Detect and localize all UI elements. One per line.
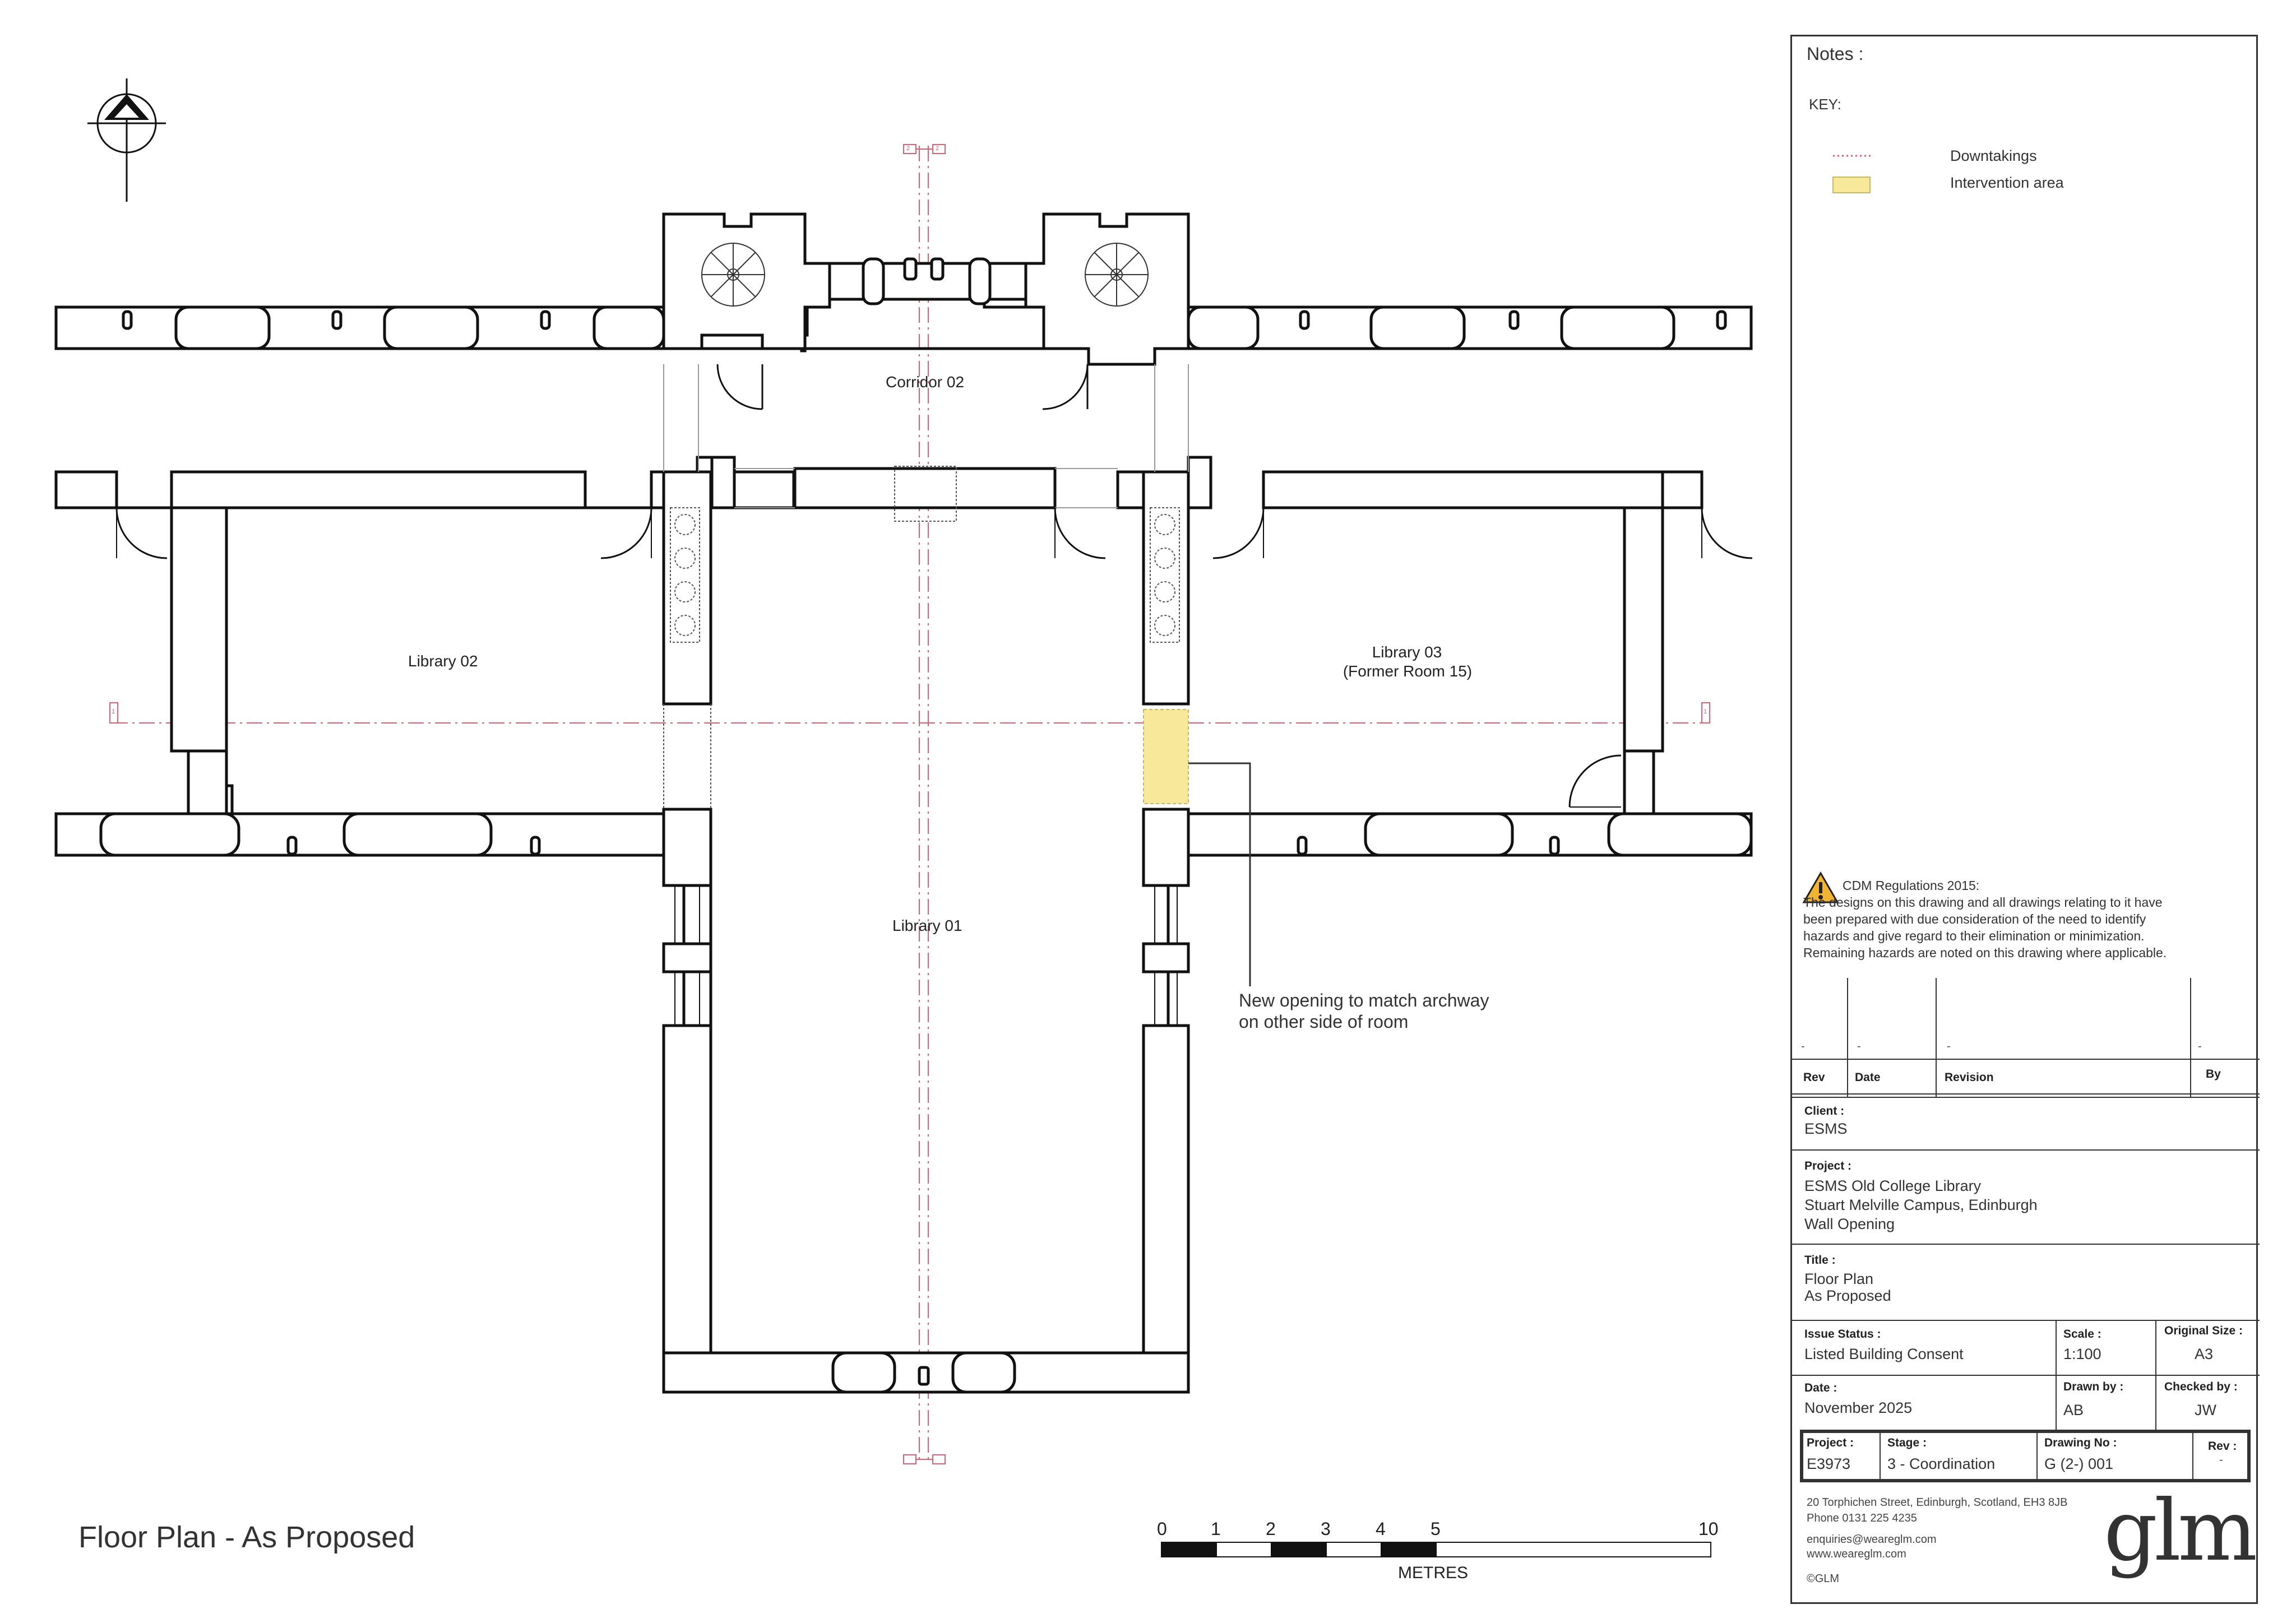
project-number-value: E3973 <box>1807 1455 1851 1472</box>
section-marker-label: 1 <box>112 708 115 715</box>
cdm-heading: CDM Regulations 2015: <box>1843 878 1980 893</box>
warning-icon <box>1802 871 1839 903</box>
scale-tick-1: 1 <box>1211 1519 1221 1539</box>
address-line-1: 20 Torphichen Street, Edinburgh, Scotlan… <box>1807 1496 2068 1509</box>
project-label: Project : <box>1804 1160 1852 1172</box>
drawing-number-box: Project : E3973 Stage : 3 - Coordination… <box>1800 1430 2251 1482</box>
door-swings <box>115 364 1753 808</box>
title-line-1: Floor Plan <box>1804 1270 1874 1287</box>
section-marker-top <box>903 144 946 154</box>
intervention-area <box>1143 709 1189 804</box>
cdm-line-2: been prepared with due consideration of … <box>1803 912 2146 926</box>
spiral-stair-right-icon <box>1085 243 1149 307</box>
original-size-label: Original Size : <box>2164 1324 2243 1337</box>
scale-tick-0: 0 <box>1157 1519 1167 1539</box>
date-label: Date : <box>1804 1381 1837 1394</box>
project-number-label: Project : <box>1807 1436 1854 1449</box>
project-line-2: Stuart Melville Campus, Edinburgh <box>1804 1197 2038 1213</box>
annotation-text-line2: on other side of room <box>1239 1012 1409 1032</box>
client-label: Client : <box>1804 1105 1845 1117</box>
key-label: KEY: <box>1809 96 1841 113</box>
key-item-downtakings: Downtakings <box>1950 147 2037 164</box>
rev-label: Rev : <box>2208 1440 2237 1453</box>
section-marker-label: 2 <box>936 145 939 152</box>
by-header: By <box>2206 1068 2221 1081</box>
title-line-2: As Proposed <box>1804 1287 1891 1304</box>
room-label-library-03-subtitle: (Former Room 15) <box>1343 662 1473 680</box>
checked-by-value: JW <box>2195 1402 2216 1418</box>
copyright: ©GLM <box>1807 1573 1840 1585</box>
section-line-vertical <box>919 146 929 1463</box>
room-label-library-02: Library 02 <box>408 652 478 670</box>
spiral-stair-left-icon <box>701 243 765 307</box>
scale-tick-3: 3 <box>1321 1519 1331 1539</box>
room-label-library-03: Library 03 <box>1372 643 1442 661</box>
rev-value: - <box>2219 1454 2223 1466</box>
wall-masses <box>54 212 1753 1394</box>
cdm-line-3: hazards and give regard to their elimina… <box>1803 929 2145 943</box>
scale-label: Scale : <box>2063 1328 2101 1341</box>
date-value: November 2025 <box>1804 1399 1913 1416</box>
address-line-2: Phone 0131 225 4235 <box>1807 1512 1917 1524</box>
contact-email: enquiries@weareglm.com <box>1807 1533 1937 1546</box>
drawing-title: Floor Plan - As Proposed <box>78 1520 415 1554</box>
scale-tick-10: 10 <box>1698 1519 1719 1539</box>
room-label-library-01: Library 01 <box>892 917 962 934</box>
section-marker-bottom <box>903 1454 946 1464</box>
original-size-value: A3 <box>2195 1346 2214 1362</box>
drawn-by-value: AB <box>2063 1402 2084 1418</box>
stage-label: Stage : <box>1887 1436 1927 1449</box>
drawing-number-value: G (2-) 001 <box>2044 1455 2114 1472</box>
title-block: Notes : KEY: Downtakings Intervention ar… <box>1790 35 2260 1604</box>
title-label: Title : <box>1804 1254 1836 1267</box>
scale-tick-2: 2 <box>1266 1519 1276 1539</box>
rev-date-dash: - <box>1857 1040 1861 1052</box>
rev-header: Rev <box>1803 1071 1825 1084</box>
cdm-line-4: Remaining hazards are noted on this draw… <box>1803 945 2167 960</box>
rev-revision-dash: - <box>1947 1040 1951 1052</box>
section-marker-label: 1 <box>1704 708 1707 715</box>
section-marker-label: 2 <box>906 145 910 152</box>
scale-tick-4: 4 <box>1376 1519 1386 1539</box>
key-swatches <box>1832 155 1871 193</box>
checked-by-label: Checked by : <box>2164 1380 2238 1393</box>
scale-tick-5: 5 <box>1431 1519 1441 1539</box>
client-value: ESMS <box>1804 1120 1848 1137</box>
cdm-line-1: The designs on this drawing and all draw… <box>1803 895 2163 910</box>
project-line-1: ESMS Old College Library <box>1804 1177 1982 1194</box>
section-marker-left <box>109 702 118 724</box>
key-item-intervention: Intervention area <box>1950 174 2064 191</box>
shelving-units <box>663 466 1180 809</box>
scale-bar <box>1161 1542 1711 1557</box>
rev-dash: - <box>1801 1040 1805 1052</box>
room-label-corridor-02: Corridor 02 <box>886 373 965 391</box>
stage-value: 3 - Coordination <box>1887 1455 1996 1472</box>
notes-label: Notes : <box>1807 44 1864 64</box>
date-header: Date <box>1855 1071 1881 1084</box>
revision-header: Revision <box>1945 1071 1994 1084</box>
window-lines <box>663 364 1189 1026</box>
annotation-text-line1: New opening to match archway <box>1239 990 1489 1010</box>
project-line-3: Wall Opening <box>1804 1216 1895 1232</box>
annotation-leader <box>1188 762 1251 986</box>
drawn-by-label: Drawn by : <box>2063 1380 2124 1393</box>
issue-status-value: Listed Building Consent <box>1804 1346 1964 1362</box>
scale-unit: METRES <box>1398 1564 1469 1582</box>
drawing-number-label: Drawing No : <box>2044 1436 2117 1449</box>
rev-by-dash: - <box>2198 1040 2202 1052</box>
section-marker-right <box>1701 702 1710 724</box>
north-arrow-icon <box>87 78 166 202</box>
scale-value: 1:100 <box>2063 1346 2101 1362</box>
issue-status-label: Issue Status : <box>1804 1328 1881 1341</box>
contact-website: www.weareglm.com <box>1807 1548 1906 1560</box>
glm-logo: glm <box>2104 1482 2257 1580</box>
